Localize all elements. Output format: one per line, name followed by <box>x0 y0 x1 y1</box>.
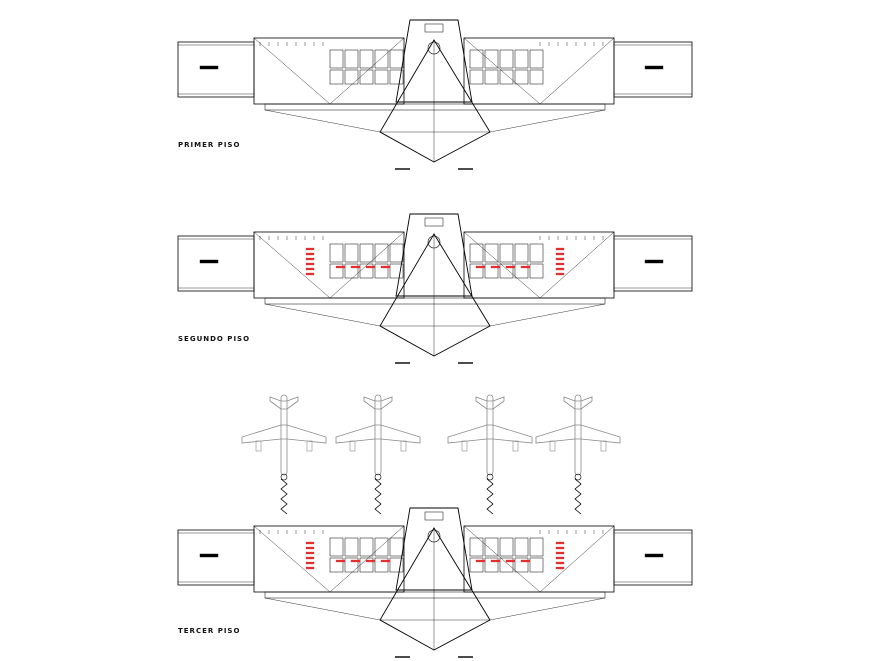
aircraft-4 <box>535 394 621 515</box>
left-block <box>253 231 405 299</box>
left-block <box>253 37 405 105</box>
right-block <box>463 231 615 299</box>
floor-plan-3 <box>177 507 693 658</box>
left-wing <box>177 529 255 586</box>
right-block <box>463 37 615 105</box>
aircraft-3 <box>447 394 533 515</box>
floor-plan-1 <box>177 19 693 170</box>
left-wing <box>177 235 255 292</box>
left-wing <box>177 41 255 98</box>
aircraft-2 <box>335 394 421 515</box>
floor-plan-2 <box>177 213 693 364</box>
right-wing <box>613 529 693 586</box>
aircraft-1 <box>241 394 327 515</box>
right-block <box>463 525 615 593</box>
floor-label-primer-piso: PRIMER PISO <box>178 141 241 149</box>
right-wing <box>613 41 693 98</box>
floor-label-segundo-piso: SEGUNDO PISO <box>178 335 251 343</box>
floor-label-tercer-piso: TERCER PISO <box>178 627 241 635</box>
left-block <box>253 525 405 593</box>
right-wing <box>613 235 693 292</box>
